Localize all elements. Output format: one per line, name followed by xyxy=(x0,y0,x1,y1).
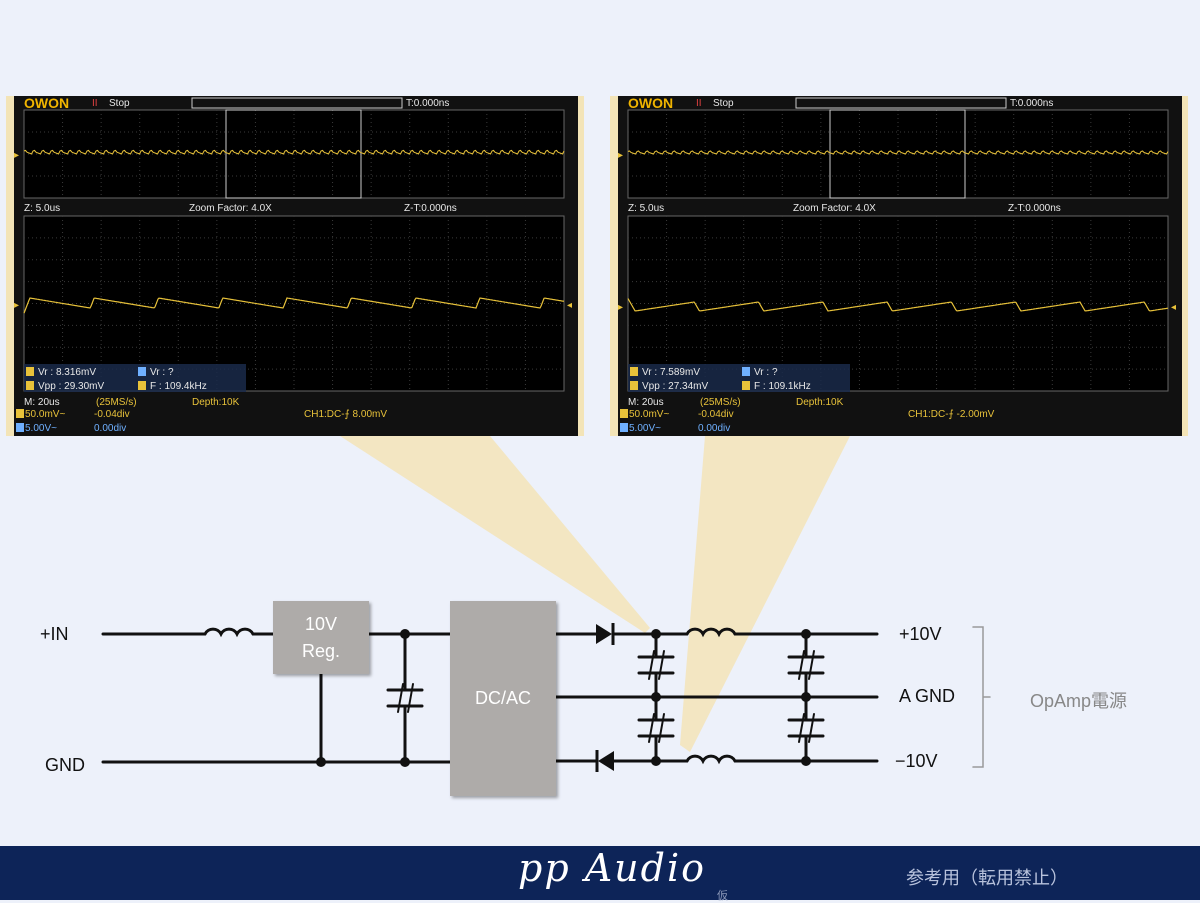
ch2-scale: 5.00V~ xyxy=(629,423,661,434)
dcac-label: DC/AC xyxy=(474,688,531,708)
run-stop-icon: II xyxy=(92,98,98,109)
reference-notice: 参考用（転用禁止） xyxy=(906,868,1068,888)
label-agnd: A GND xyxy=(899,686,956,706)
ch1-offset: -0.04div xyxy=(94,409,130,420)
oscilloscope-screen-1: OWON II Stop T:0.000ns ▸ Z: 5.0us Zoom F… xyxy=(6,96,584,436)
reg-label-2: Reg. xyxy=(301,640,341,661)
memory-bar xyxy=(795,97,1007,109)
ch1-marker-main: ▸ xyxy=(14,300,19,311)
overview-waveform xyxy=(23,149,565,155)
sample-rate: (25MS/s) xyxy=(700,397,741,408)
meas-vr-ch1: Vr : 7.589mV xyxy=(642,367,700,378)
reg-label-1: 10V xyxy=(304,613,338,634)
label-gnd: GND xyxy=(45,755,85,775)
meas-vr-ch1: Vr : 8.316mV xyxy=(38,367,96,378)
m-scale: M: 20us xyxy=(24,397,60,408)
regulator-block: 10V Reg. xyxy=(273,601,369,674)
t-offset: T:0.000ns xyxy=(1010,98,1053,109)
depth: Depth:10K xyxy=(796,397,844,408)
dcac-block: DC/AC xyxy=(450,601,556,796)
z-scale: Z: 5.0us xyxy=(628,203,664,214)
ch1-scale: 50.0mV~ xyxy=(25,409,65,420)
trigger-setting: CH1:DC-⨍ -2.00mV xyxy=(908,409,995,420)
ch1-marker-main: ▸ xyxy=(618,302,623,313)
scope-logo: OWON xyxy=(24,96,69,111)
brand-sub: 仮 xyxy=(717,890,728,902)
zoom-window xyxy=(829,109,966,199)
meas-vpp-ch1: Vpp : 29.30mV xyxy=(38,381,104,392)
overview-waveform xyxy=(627,150,1169,155)
label-pos-10v: +10V xyxy=(899,624,942,644)
main-waveform xyxy=(23,297,565,314)
footer-bar xyxy=(0,846,1200,900)
label-neg-10v: −10V xyxy=(895,751,938,771)
oscilloscope-screen-2: OWON II Stop T:0.000ns ▸ Z: 5.0us Zoom F… xyxy=(610,96,1188,436)
scope-state: Stop xyxy=(109,98,130,109)
z-scale: Z: 5.0us xyxy=(24,203,60,214)
brand-logo: pp Audio xyxy=(518,846,707,890)
beam-left xyxy=(340,436,650,633)
main-grid xyxy=(627,215,1169,392)
main-grid xyxy=(23,215,565,392)
ch2-offset: 0.00div xyxy=(698,423,730,434)
trigger-setting: CH1:DC-⨍ 8.00mV xyxy=(304,409,387,420)
measure-panel xyxy=(24,364,246,392)
measure-panel xyxy=(628,364,850,392)
scope-display-1: OWON II Stop T:0.000ns ▸ Z: 5.0us Zoom F… xyxy=(14,96,572,434)
label-opamp-supply: OpAmp電源 xyxy=(1030,691,1128,711)
t-offset: T:0.000ns xyxy=(406,98,449,109)
ch2-offset: 0.00div xyxy=(94,423,126,434)
zoom-factor: Zoom Factor: 4.0X xyxy=(189,203,272,214)
ch1-marker-ov: ▸ xyxy=(14,150,19,161)
trigger-level-marker: ◂ xyxy=(1171,302,1176,313)
main-waveform xyxy=(627,298,1169,312)
meas-freq-ch1: F : 109.1kHz xyxy=(754,381,811,392)
ch1-scale: 50.0mV~ xyxy=(629,409,669,420)
ch1-offset: -0.04div xyxy=(698,409,734,420)
scope-logo: OWON xyxy=(628,96,673,111)
trigger-level-marker: ◂ xyxy=(567,300,572,311)
ch1-marker-ov: ▸ xyxy=(618,150,623,161)
beam-right xyxy=(680,436,850,752)
label-in-plus: +IN xyxy=(40,624,69,644)
depth: Depth:10K xyxy=(192,397,240,408)
ch2-scale: 5.00V~ xyxy=(25,423,57,434)
m-scale: M: 20us xyxy=(628,397,664,408)
run-stop-icon: II xyxy=(696,98,702,109)
meas-vr-ch2: Vr : ? xyxy=(150,367,174,378)
meas-freq-ch1: F : 109.4kHz xyxy=(150,381,207,392)
scope-display-2: OWON II Stop T:0.000ns ▸ Z: 5.0us Zoom F… xyxy=(618,96,1176,434)
meas-vpp-ch1: Vpp : 27.34mV xyxy=(642,381,708,392)
meas-vr-ch2: Vr : ? xyxy=(754,367,778,378)
zoom-window xyxy=(225,109,362,199)
z-t: Z-T:0.000ns xyxy=(404,203,457,214)
scope-state: Stop xyxy=(713,98,734,109)
sample-rate: (25MS/s) xyxy=(96,397,137,408)
zoom-factor: Zoom Factor: 4.0X xyxy=(793,203,876,214)
memory-bar xyxy=(191,97,403,109)
z-t: Z-T:0.000ns xyxy=(1008,203,1061,214)
